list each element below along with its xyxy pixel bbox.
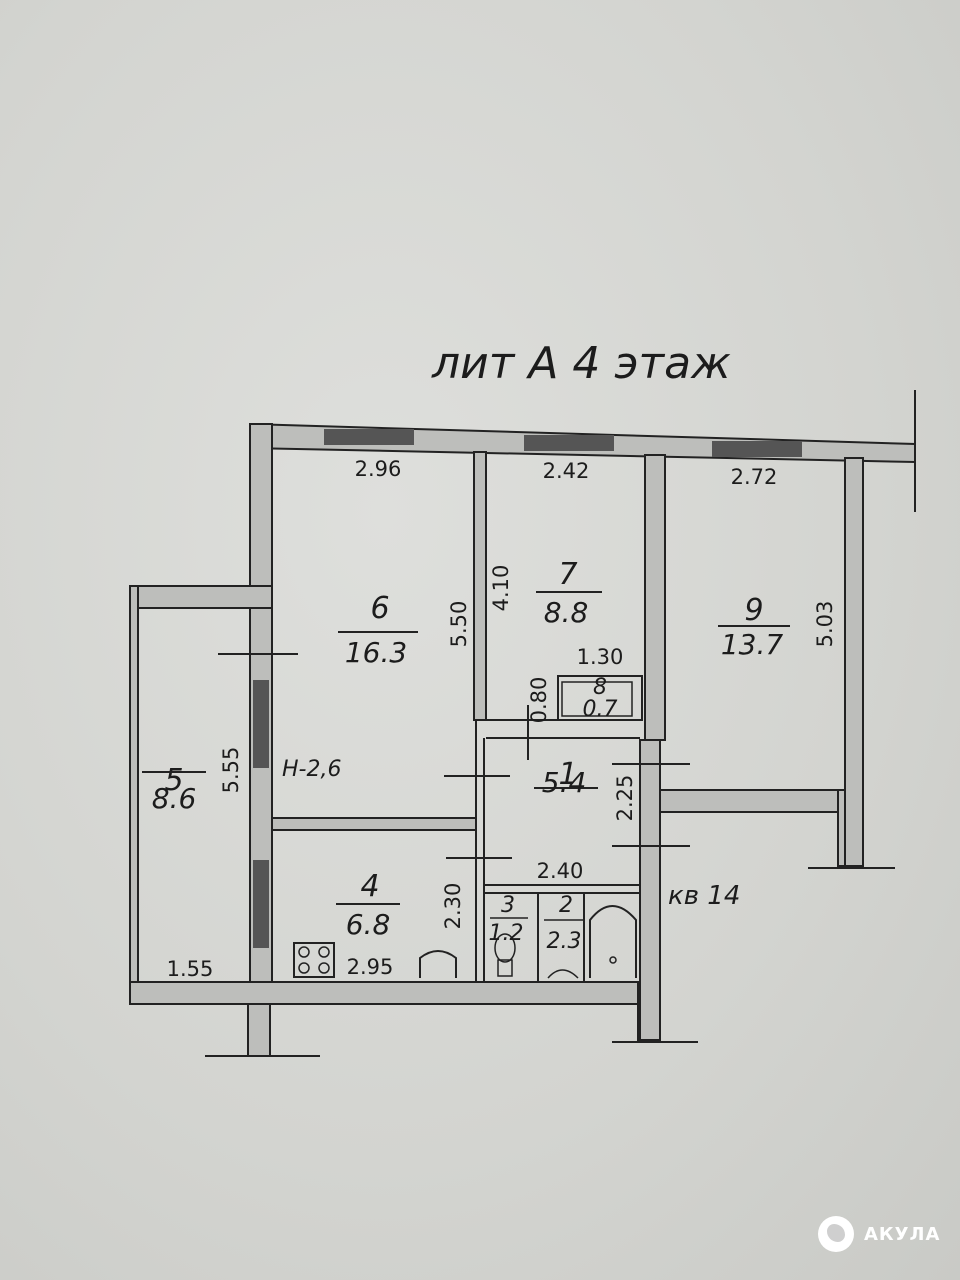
room-2-area: 2.3 bbox=[547, 929, 582, 954]
room-labels: 6 16.3 7 8.8 9 13.7 5 8.6 1 5.4 4 6.8 3 … bbox=[142, 557, 790, 954]
dim-room-6-height: 5.50 bbox=[447, 601, 471, 648]
room-5-area: 8.6 bbox=[152, 782, 197, 815]
windows bbox=[253, 429, 802, 948]
dim-room-1-height: 2.25 bbox=[613, 775, 637, 822]
room-3-area: 1.2 bbox=[489, 921, 524, 946]
room-8-area: 0.7 bbox=[583, 697, 618, 722]
room-1-number: 1 bbox=[558, 757, 577, 792]
room-4-number: 4 bbox=[360, 869, 379, 904]
sink-bathroom-icon bbox=[547, 969, 579, 979]
dim-room-5-height: 5.55 bbox=[219, 747, 243, 794]
watermark-logo: АКУЛА bbox=[818, 1214, 940, 1254]
dim-room-7-height: 4.10 bbox=[489, 565, 513, 612]
ceiling-height-label: Н-2,6 bbox=[282, 757, 341, 782]
sink-icon bbox=[419, 950, 457, 978]
dim-room-4-height: 2.30 bbox=[441, 883, 465, 930]
fixtures bbox=[293, 905, 637, 979]
interior-lines bbox=[205, 390, 916, 1057]
room-6-area: 16.3 bbox=[345, 636, 407, 669]
stove-icon bbox=[293, 942, 335, 978]
watermark-text: АКУЛА bbox=[864, 1223, 941, 1245]
bathtub-icon bbox=[589, 905, 637, 978]
room-9-area: 13.7 bbox=[721, 628, 784, 661]
dim-room-8-height: 0.80 bbox=[527, 677, 551, 724]
plan-header: лит А 4 этаж bbox=[431, 338, 731, 389]
room-7-number: 7 bbox=[558, 557, 577, 592]
room-2-number: 2 bbox=[559, 893, 573, 918]
window-room-7 bbox=[524, 435, 614, 451]
room-4-area: 6.8 bbox=[346, 908, 391, 941]
dim-room-8-width: 1.30 bbox=[577, 645, 624, 669]
window-room-9 bbox=[712, 441, 802, 457]
apartment-label: кв 14 bbox=[668, 881, 740, 911]
dimensions: 2.96 5.50 2.42 4.10 2.72 5.03 1.30 0.80 … bbox=[167, 457, 837, 981]
dim-room-5-width: 1.55 bbox=[167, 957, 214, 981]
dim-room-6-width: 2.96 bbox=[355, 457, 402, 481]
window-balcony-1 bbox=[253, 680, 269, 768]
shark-logo-icon bbox=[818, 1216, 854, 1252]
dim-room-1-width: 2.40 bbox=[537, 859, 584, 883]
window-balcony-2 bbox=[253, 860, 269, 948]
dim-room-4-width: 2.95 bbox=[347, 955, 394, 979]
room-1-area: 5.4 bbox=[542, 766, 587, 799]
dim-room-7-width: 2.42 bbox=[543, 459, 590, 483]
room-8-number: 8 bbox=[593, 675, 607, 700]
window-room-6 bbox=[324, 429, 414, 445]
dim-room-9-width: 2.72 bbox=[731, 465, 778, 489]
room-9-number: 9 bbox=[744, 593, 763, 628]
room-6-number: 6 bbox=[370, 591, 389, 626]
toilet-icon bbox=[494, 933, 516, 977]
room-3-number: 3 bbox=[501, 893, 515, 918]
walls bbox=[129, 422, 916, 1057]
room-7-area: 8.8 bbox=[544, 596, 589, 629]
dim-room-9-height: 5.03 bbox=[813, 601, 837, 648]
